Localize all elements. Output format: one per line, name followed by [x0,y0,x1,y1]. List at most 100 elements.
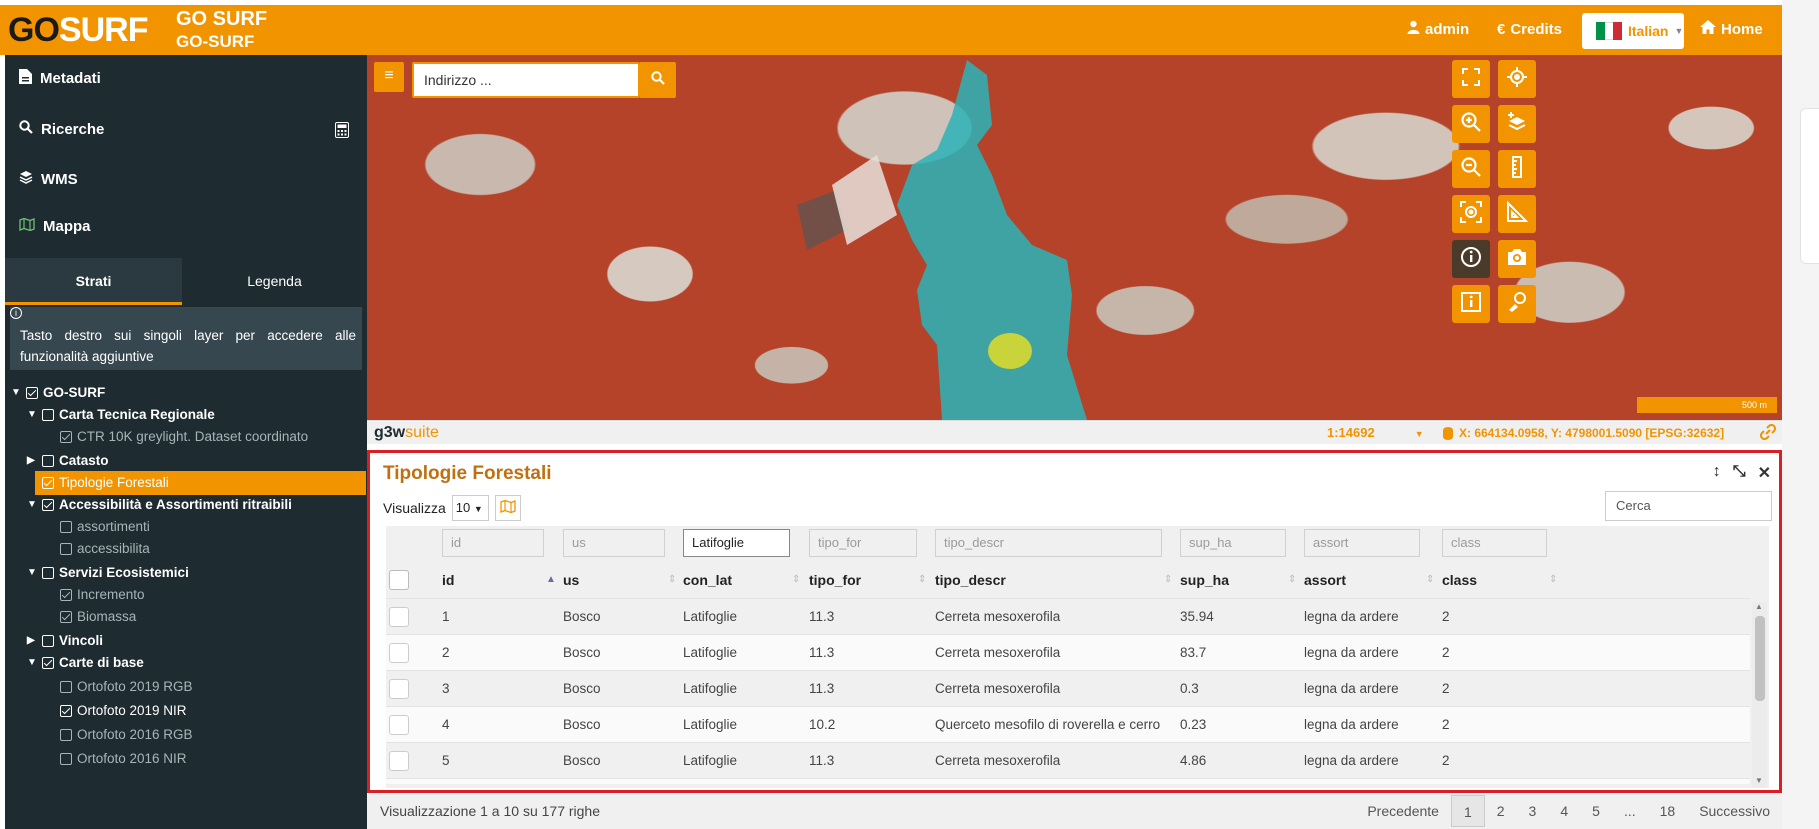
calculator-icon[interactable] [335,122,349,143]
column-header-assort[interactable]: assort [1304,572,1347,588]
caret-down-icon[interactable]: ▼ [27,567,37,578]
selected-polygon[interactable] [897,60,1087,420]
address-search-input[interactable]: Indirizzo ... [412,62,640,98]
tree-layer-ortofoto-2016-nir[interactable]: Ortofoto 2016 NIR [60,747,187,771]
scroll-up-icon[interactable]: ▲ [1755,602,1763,611]
checkbox[interactable] [60,431,72,443]
sort-icon[interactable]: ⇕ [918,574,927,585]
tree-group-carte-di-base[interactable]: ▼Carte di base [27,651,144,675]
pagination-page[interactable]: 1 [1450,795,1485,827]
table-row[interactable]: 3 Bosco Latifoglie 11.3 Cerreta mesoxero… [386,670,1750,706]
user-button[interactable]: admin [1407,16,1469,44]
checkbox[interactable] [60,681,72,693]
tree-layer-ctr10k[interactable]: CTR 10K greylight. Dataset coordinato [60,425,308,449]
scroll-down-icon[interactable]: ▼ [1755,776,1763,785]
tree-group-ctr[interactable]: ▼Carta Tecnica Regionale [27,403,215,427]
table-row[interactable]: 4 Bosco Latifoglie 10.2 Querceto mesofil… [386,706,1750,742]
checkbox[interactable] [42,635,54,647]
column-header-sup-ha[interactable]: sup_ha [1180,572,1230,588]
tree-layer-ortofoto-2019-nir[interactable]: Ortofoto 2019 NIR [60,699,187,723]
checkbox[interactable] [42,455,54,467]
checkbox[interactable] [60,753,72,765]
street-view-button[interactable] [1498,285,1536,323]
close-icon[interactable]: ✕ [1757,465,1771,482]
filter-sup-ha[interactable]: sup_ha [1180,529,1286,557]
tree-layer-assortimenti[interactable]: assortimenti [60,515,150,539]
sort-icon[interactable]: ⇕ [1288,574,1297,585]
add-layer-button[interactable] [1498,105,1536,143]
table-scrollbar-thumb[interactable] [1755,616,1765,701]
sort-icon[interactable]: ⇕ [1549,574,1558,585]
table-row[interactable]: 1 Bosco Latifoglie 11.3 Cerreta mesoxero… [386,598,1750,634]
measure-area-button[interactable] [1498,195,1536,233]
pagination-page[interactable]: 3 [1528,803,1537,819]
table-row[interactable] [386,778,1750,784]
table-search-input[interactable]: Cerca [1605,491,1772,521]
checkbox[interactable] [42,409,54,421]
checkbox[interactable] [60,521,72,533]
fullscreen-button[interactable] [1452,60,1490,98]
sort-icon[interactable]: ⇕ [668,574,677,585]
column-header-id[interactable]: id [442,572,455,588]
measure-length-button[interactable] [1498,150,1536,188]
tree-group-catasto[interactable]: ▶Catasto [27,449,109,473]
filter-class[interactable]: class [1442,529,1547,557]
toggle-sidebar-button[interactable]: ≡ [374,62,404,92]
checkbox[interactable] [60,543,72,555]
filter-id[interactable]: id [442,529,544,557]
zoom-to-extent-button[interactable] [1452,195,1490,233]
filter-assort[interactable]: assort [1304,529,1420,557]
sort-icon[interactable]: ⇕ [1164,574,1173,585]
caret-down-icon[interactable]: ▼ [27,409,37,420]
row-checkbox[interactable] [389,679,409,699]
column-header-con-lat[interactable]: con_lat [683,572,733,588]
sidebar-item-wms[interactable]: WMS [19,170,78,188]
address-search-button[interactable] [640,62,676,98]
caret-right-icon[interactable]: ▶ [27,635,35,646]
column-header-tipo-descr[interactable]: tipo_descr [935,572,1006,588]
resize-vertical-icon[interactable]: ↕ [1712,463,1721,480]
query-bbox-button[interactable] [1452,285,1490,323]
zoom-out-button[interactable] [1452,150,1490,188]
table-row[interactable]: 2 Bosco Latifoglie 11.3 Cerreta mesoxero… [386,634,1750,670]
pagination-page[interactable]: 5 [1592,803,1600,819]
sort-icon[interactable]: ⇕ [1426,574,1435,585]
tree-group-servizi[interactable]: ▼Servizi Ecosistemici [27,561,189,585]
sort-asc-icon[interactable]: ▲ [546,574,556,585]
tab-legenda[interactable]: Legenda [247,273,302,289]
home-button[interactable]: Home [1700,16,1763,44]
query-info-button[interactable] [1452,240,1490,278]
table-row[interactable]: 5 Bosco Latifoglie 11.3 Cerreta mesoxero… [386,742,1750,778]
column-header-tipo-for[interactable]: tipo_for [809,572,862,588]
tree-layer-ortofoto-2016-rgb[interactable]: Ortofoto 2016 RGB [60,723,193,747]
map-filter-toggle[interactable] [494,495,521,521]
sort-icon[interactable]: ⇕ [792,574,801,585]
tree-group-vincoli[interactable]: ▶Vincoli [27,629,103,653]
filter-tipo-descr[interactable]: tipo_descr [935,529,1162,557]
geolocate-button[interactable] [1498,60,1536,98]
checkbox[interactable] [42,657,54,669]
tree-layer-biomassa[interactable]: Biomassa [60,605,136,629]
collapse-icon[interactable]: ⤡ [1732,463,1746,480]
pagination-page[interactable]: 18 [1659,803,1676,819]
tree-group-accessibilita[interactable]: ▼Accessibilità e Assortimenti ritraibili [27,493,292,517]
page-size-select[interactable]: 10 ▼ [451,495,489,521]
row-checkbox[interactable] [389,643,409,663]
select-all-checkbox[interactable] [389,570,409,590]
column-header-us[interactable]: us [563,572,580,588]
filter-con-lat[interactable]: Latifoglie [683,529,790,557]
row-checkbox[interactable] [389,715,409,735]
checkbox[interactable] [60,705,72,717]
checkbox[interactable] [42,567,54,579]
zoom-in-button[interactable] [1452,105,1490,143]
sidebar-item-ricerche[interactable]: Ricerche [19,120,104,138]
sidebar-item-metadati[interactable]: Metadati [19,69,101,88]
pagination-page[interactable]: 4 [1560,803,1569,819]
pagination-page[interactable]: 2 [1496,803,1505,819]
checkbox[interactable] [60,589,72,601]
caret-down-icon[interactable]: ▼ [11,387,21,398]
filter-us[interactable]: us [563,529,665,557]
filter-tipo-for[interactable]: tipo_for [809,529,917,557]
link-icon[interactable] [1759,423,1777,445]
caret-down-icon[interactable]: ▼ [27,499,37,510]
